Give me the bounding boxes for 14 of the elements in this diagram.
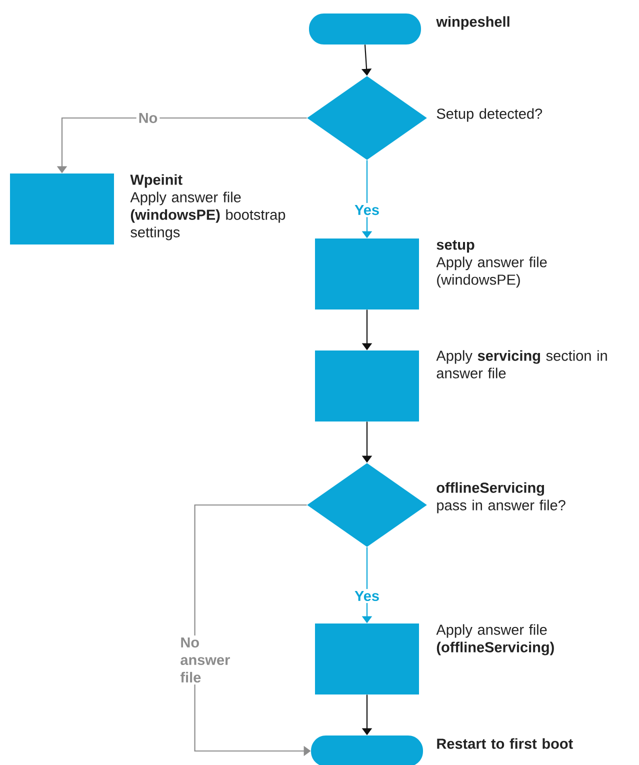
step-label: Restart to first boot	[437, 738, 573, 749]
step-label: Apply answer file (offlineServicing)	[436, 624, 554, 656]
edge-label: No answer file	[178, 635, 242, 685]
step-label: setup Apply answer file (windowsPE)	[436, 240, 547, 288]
edge-label: Yes	[352, 202, 382, 218]
node-label: Apply answer file (windowsPE) bootstrap settings	[130, 192, 286, 240]
node-label: Wpeinit	[130, 174, 182, 188]
step-label: Setup detected?	[436, 108, 542, 122]
step-label: Apply servicing section in answer file	[436, 350, 607, 378]
step-label: offlineServicing pass in answer file?	[436, 482, 566, 514]
step-label: winpeshell	[436, 16, 510, 30]
edge-label: No	[136, 110, 160, 126]
edge-label: Yes	[352, 588, 382, 604]
step-label: Wpeinit Apply answer file (windowsPE) bootstrap settings	[130, 174, 286, 240]
